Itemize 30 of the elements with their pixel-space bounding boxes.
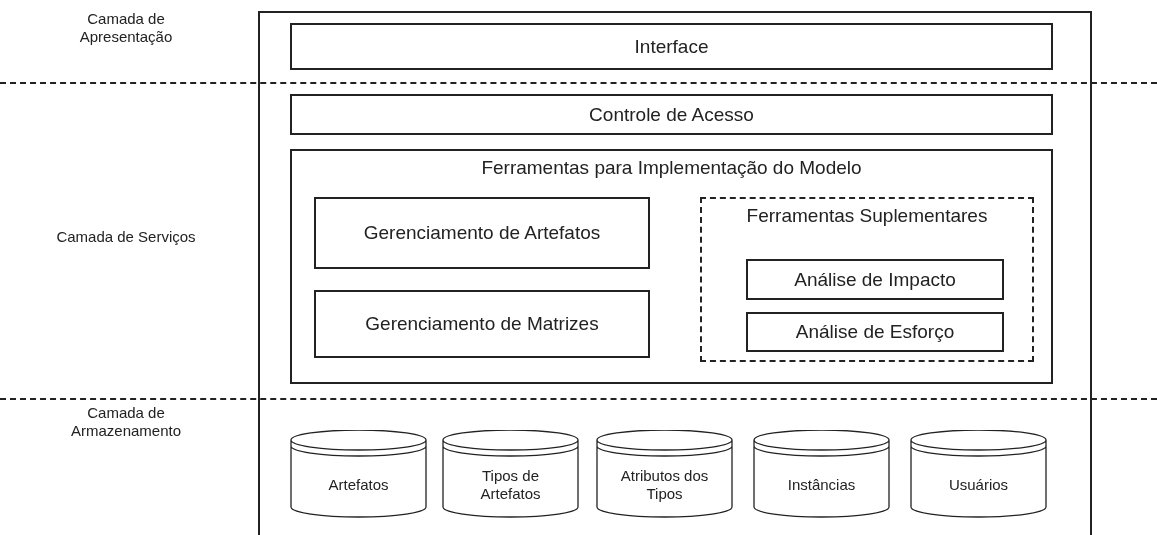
database-cylinder [753, 430, 890, 518]
database-label: Atributos dos Tipos [620, 466, 709, 504]
database-cylinder [596, 430, 733, 518]
component-box [290, 23, 1053, 70]
group-title: Ferramentas para Implementação do Modelo [481, 157, 862, 179]
database-cylinder [442, 430, 579, 518]
container-box [258, 11, 1092, 535]
component-box [290, 94, 1053, 135]
layer-label: Camada de Armazenamento [69, 404, 183, 440]
database-label: Usuários [947, 475, 1010, 495]
component-label: Gerenciamento de Artefatos [363, 222, 601, 244]
component-box [746, 259, 1004, 300]
component-label: Interface [634, 35, 709, 58]
database-label: Artefatos [327, 475, 390, 495]
group-title: Ferramentas Suplementares [746, 205, 988, 227]
component-label: Análise de Esforço [795, 321, 955, 343]
database-label: Instâncias [786, 475, 857, 495]
database-label: Tipos de Artefatos [479, 466, 542, 504]
layer-label: Camada de Apresentação [78, 10, 174, 46]
component-box [746, 312, 1004, 352]
layer-label: Camada de Serviços [55, 228, 197, 246]
component-box [290, 149, 1053, 384]
dashed-group-box [700, 197, 1034, 362]
database-cylinder [910, 430, 1047, 518]
component-label: Análise de Impacto [794, 268, 956, 291]
component-box [314, 197, 650, 269]
component-box [314, 290, 650, 358]
component-label: Gerenciamento de Matrizes [365, 313, 599, 335]
component-label: Controle de Acesso [589, 103, 754, 126]
database-cylinder [290, 430, 427, 518]
